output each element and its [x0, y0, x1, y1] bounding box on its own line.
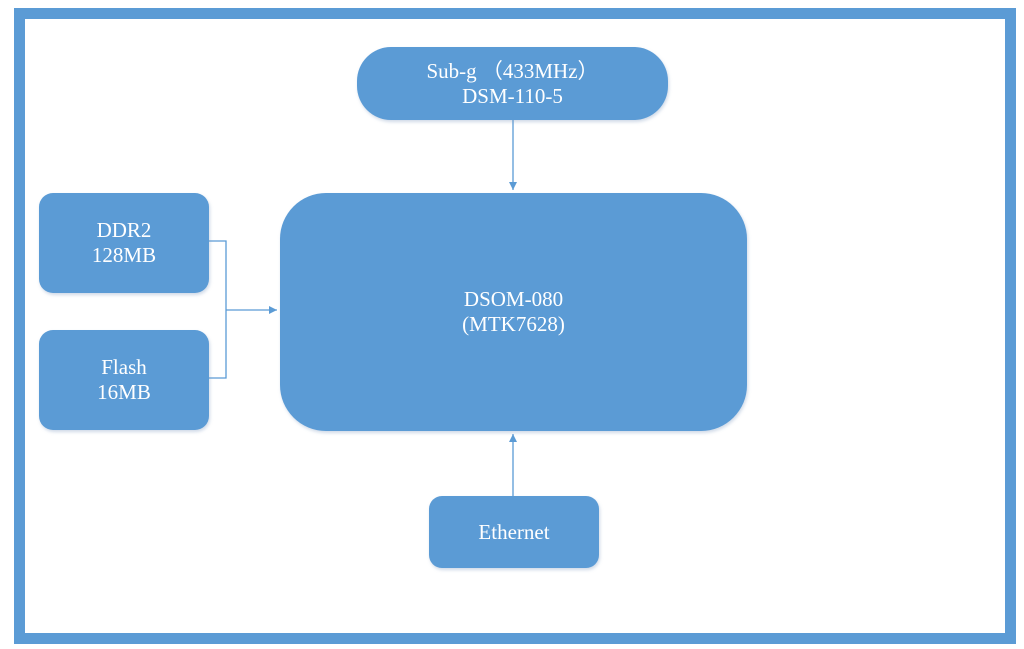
- node-flash: Flash 16MB: [39, 330, 209, 430]
- node-ethernet: Ethernet: [429, 496, 599, 568]
- node-subg-line1: Sub-g （433MHz）: [426, 58, 599, 83]
- node-dsom-line1: DSOM-080: [463, 287, 564, 311]
- node-ddr2-line1: DDR2: [96, 218, 152, 242]
- node-ddr2: DDR2 128MB: [39, 193, 209, 293]
- edge-flash-to-bus: [209, 310, 227, 379]
- node-subg-line2: DSM-110-5: [462, 83, 563, 108]
- edge-ddr2-to-bus: [209, 240, 227, 310]
- node-ddr2-line2: 128MB: [91, 243, 157, 267]
- node-flash-line2: 16MB: [97, 380, 151, 404]
- node-ethernet-line1: Ethernet: [478, 519, 550, 544]
- node-dsom-080: DSOM-080 (MTK7628): [280, 193, 747, 431]
- node-dsom-line2: (MTK7628): [462, 312, 565, 336]
- node-subg-dsm-110-5: Sub-g （433MHz） DSM-110-5: [357, 47, 668, 120]
- node-flash-line1: Flash: [101, 355, 147, 379]
